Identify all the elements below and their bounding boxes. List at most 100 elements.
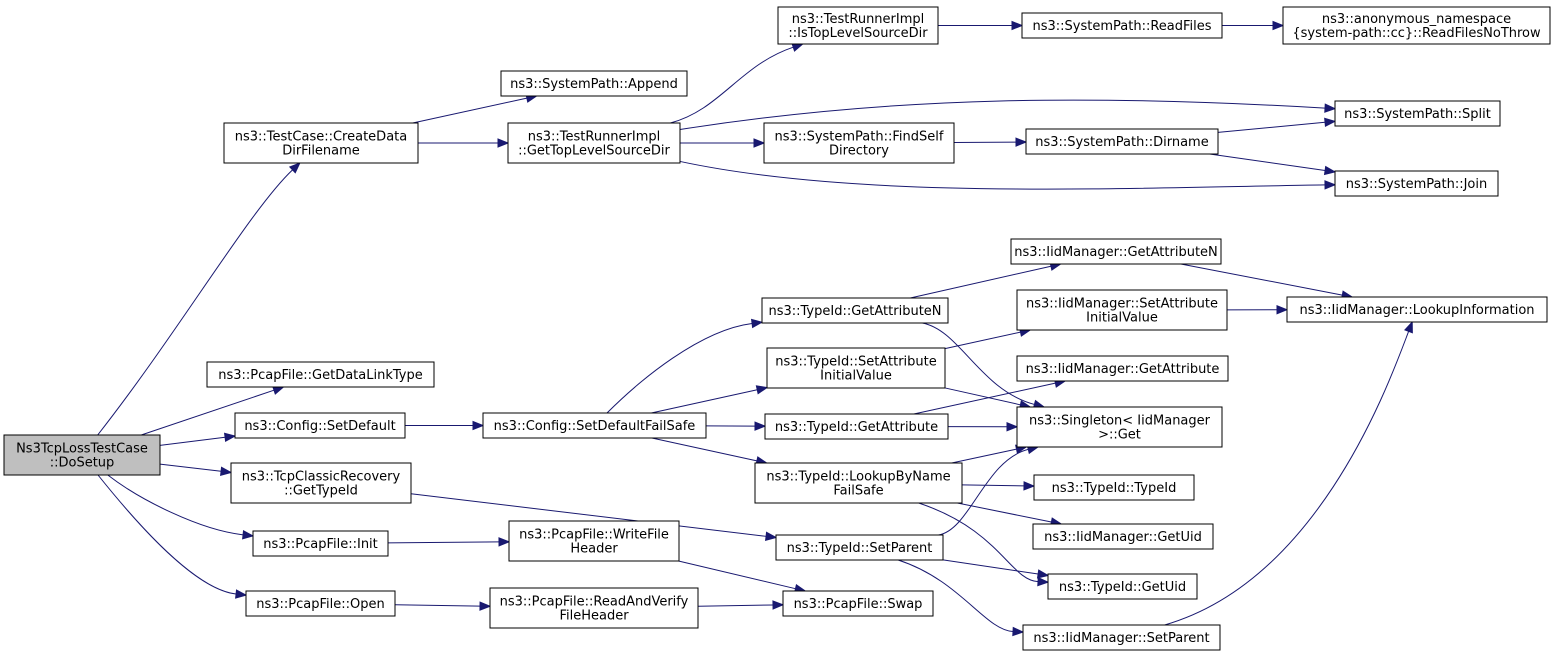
node-box[interactable]: [3, 434, 161, 476]
arrowhead-icon: [288, 162, 301, 174]
node-box[interactable]: [489, 587, 699, 629]
edge-findself-to-dirname: [953, 137, 1028, 147]
node-tcpclassic[interactable]: ns3::TcpClassicRecovery::GetTypeId: [230, 462, 412, 504]
node-box[interactable]: [775, 534, 944, 561]
edge-line: [606, 322, 753, 414]
edge-line: [938, 448, 1029, 536]
node-box[interactable]: [761, 297, 949, 324]
node-label: ns3::PcapFile::ReadAndVerify: [500, 595, 689, 610]
arrowhead-icon: [753, 138, 766, 148]
node-iid_lookupinfo[interactable]: ns3::IidManager::LookupInformation: [1286, 296, 1548, 323]
node-readfilesnothrow[interactable]: ns3::anonymous_namespace{system-path::cc…: [1282, 6, 1551, 45]
edge-readfiles-to-readfilesnothrow: [1222, 20, 1285, 31]
node-box[interactable]: [754, 462, 963, 504]
node-box[interactable]: [245, 590, 396, 617]
edge-line: [394, 604, 481, 607]
node-box[interactable]: [766, 347, 946, 389]
node-getdatalink[interactable]: ns3::PcapFile::GetDataLinkType: [206, 361, 435, 388]
node-box[interactable]: [223, 122, 419, 164]
node-tid_typeid[interactable]: ns3::TypeId::TypeId: [1033, 474, 1195, 501]
node-box[interactable]: [206, 361, 435, 388]
node-tid_getattrn[interactable]: ns3::TypeId::GetAttributeN: [761, 297, 949, 324]
node-box[interactable]: [1282, 6, 1551, 45]
node-iid_getattrn[interactable]: ns3::IidManager::GetAttributeN: [1010, 238, 1222, 265]
node-box[interactable]: [230, 462, 412, 504]
node-readfiles[interactable]: ns3::SystemPath::ReadFiles: [1021, 12, 1223, 39]
node-iid_setparent[interactable]: ns3::IidManager::SetParent: [1022, 624, 1221, 651]
edge-line: [910, 265, 1052, 299]
edge-gettoplevel-to-istoplevel: [670, 42, 805, 124]
node-dirname[interactable]: ns3::SystemPath::Dirname: [1025, 128, 1219, 155]
node-iid_setattrinit[interactable]: ns3::IidManager::SetAttributeInitialValu…: [1016, 289, 1228, 331]
node-append[interactable]: ns3::SystemPath::Append: [500, 70, 688, 97]
node-box[interactable]: [1016, 355, 1229, 382]
node-box[interactable]: [1022, 624, 1221, 651]
node-join[interactable]: ns3::SystemPath::Join: [1334, 170, 1499, 197]
node-box[interactable]: [764, 413, 949, 440]
node-box[interactable]: [507, 122, 681, 164]
edge-tid_getattr-to-singleton: [947, 422, 1019, 432]
node-label: ns3::TcpClassicRecovery: [242, 470, 401, 485]
node-box[interactable]: [1025, 128, 1219, 155]
edge-tid_setparent-to-iid_setparent: [897, 559, 1025, 637]
node-box[interactable]: [1334, 170, 1499, 197]
arrowhead-icon: [1323, 165, 1337, 176]
node-box[interactable]: [1016, 406, 1223, 448]
node-split[interactable]: ns3::SystemPath::Split: [1334, 100, 1501, 127]
node-box[interactable]: [482, 412, 707, 439]
node-istoplevel[interactable]: ns3::TestRunnerImpl::IsTopLevelSourceDir: [777, 6, 939, 45]
edge-tid_lookup-to-iid_getuid: [957, 502, 1063, 527]
edge-createdata-to-append: [412, 93, 538, 124]
arrowhead-icon: [1276, 304, 1289, 315]
node-label: ns3::TypeId::GetAttributeN: [768, 304, 941, 319]
node-gettoplevel[interactable]: ns3::TestRunnerImpl::GetTopLevelSourceDi…: [507, 122, 681, 164]
edge-dosetup-to-getdatalink: [141, 385, 285, 436]
node-box[interactable]: [763, 122, 955, 164]
node-box[interactable]: [782, 590, 934, 617]
node-box[interactable]: [234, 412, 406, 439]
node-label: ns3::TypeId::TypeId: [1052, 481, 1177, 496]
node-box[interactable]: [252, 530, 389, 557]
node-setdefaultfs[interactable]: ns3::Config::SetDefaultFailSafe: [482, 412, 707, 439]
edge-line: [913, 382, 1056, 415]
edge-pcap_init-to-pcap_writehdr: [387, 537, 511, 547]
node-box[interactable]: [1010, 238, 1222, 265]
node-label: ns3::PcapFile::GetDataLinkType: [218, 368, 422, 383]
arrowhead-icon: [1015, 137, 1028, 147]
node-singleton[interactable]: ns3::Singleton< IidManager>::Get: [1016, 406, 1223, 448]
node-box[interactable]: [1033, 474, 1195, 501]
node-label: ns3::Config::SetDefaultFailSafe: [494, 419, 696, 434]
node-pcap_swap[interactable]: ns3::PcapFile::Swap: [782, 590, 934, 617]
node-label: ns3::SystemPath::ReadFiles: [1032, 19, 1211, 34]
node-label: FileHeader: [559, 609, 629, 624]
node-iid_getattr[interactable]: ns3::IidManager::GetAttribute: [1016, 355, 1229, 382]
node-box[interactable]: [1032, 523, 1214, 550]
node-box[interactable]: [508, 520, 680, 562]
node-tid_getattr[interactable]: ns3::TypeId::GetAttribute: [764, 413, 949, 440]
node-iid_getuid[interactable]: ns3::IidManager::GetUid: [1032, 523, 1214, 550]
node-box[interactable]: [1334, 100, 1501, 127]
node-setdefault[interactable]: ns3::Config::SetDefault: [234, 412, 406, 439]
node-dosetup[interactable]: Ns3TcpLossTestCase::DoSetup: [3, 434, 161, 476]
node-label: ns3::SystemPath::Dirname: [1035, 135, 1208, 150]
edge-line: [107, 474, 244, 536]
node-box[interactable]: [500, 70, 688, 97]
edge-line: [651, 389, 758, 414]
node-box[interactable]: [1047, 573, 1198, 600]
node-box[interactable]: [1016, 289, 1228, 331]
node-box[interactable]: [1286, 296, 1548, 323]
arrowhead-icon: [1324, 117, 1337, 128]
node-label: ns3::TestCase::CreateData: [235, 130, 407, 145]
node-box[interactable]: [777, 6, 939, 45]
node-pcap_open[interactable]: ns3::PcapFile::Open: [245, 590, 396, 617]
node-box[interactable]: [1021, 12, 1223, 39]
node-tid_setparent[interactable]: ns3::TypeId::SetParent: [775, 534, 944, 561]
node-pcap_init[interactable]: ns3::PcapFile::Init: [252, 530, 389, 557]
node-tid_getuid[interactable]: ns3::TypeId::GetUid: [1047, 573, 1198, 600]
